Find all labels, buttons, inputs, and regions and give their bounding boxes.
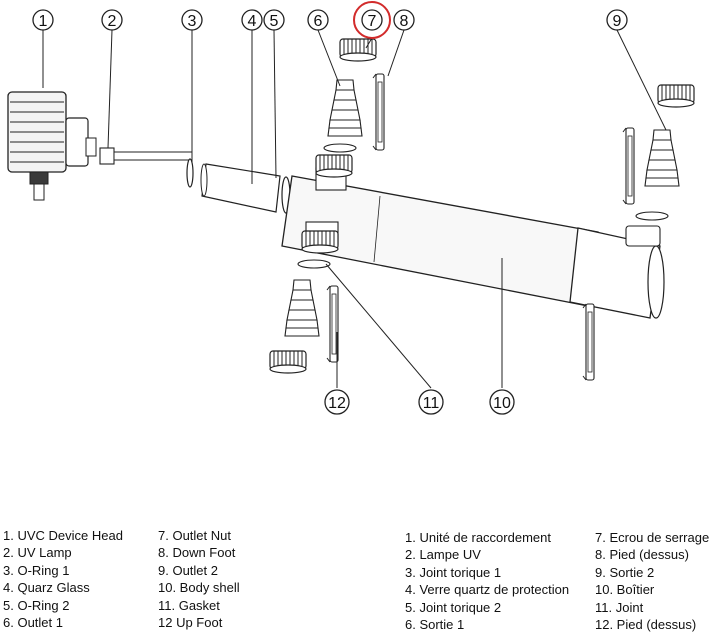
legend-item: 11. Gasket [158, 597, 220, 613]
callout-1: 1 [32, 9, 54, 31]
legend-item: 9. Outlet 2 [158, 562, 218, 578]
callout-6: 6 [307, 9, 329, 31]
legend-item: 7. Outlet Nut [158, 528, 231, 543]
outlet-2-nut [657, 84, 695, 108]
gasket-top [323, 143, 357, 153]
legend-item: 8. Pied (dessus) [595, 547, 689, 563]
outlet-nut-bottom [269, 350, 307, 374]
legend-item: 7. Ecrou de serrage [595, 530, 710, 545]
down-foot [372, 73, 385, 151]
callout-5: 5 [263, 9, 285, 31]
callout-8: 8 [393, 9, 415, 31]
legend-item: 12 Up Foot [158, 615, 223, 631]
uvc-device-head [7, 91, 97, 201]
legend-item: 5. Joint torique 2 [405, 599, 502, 615]
callout-1-label: 1 [39, 13, 48, 30]
legend-item: 9. Sortie 2 [595, 564, 655, 580]
legend-fr-col-2: 7. Ecrou de serrage 8. Pied (dessus) 9. … [595, 529, 709, 633]
legend-item: 1. Unité de raccordement [405, 530, 551, 545]
o-ring-1 [186, 158, 194, 188]
outlet-1-barb [327, 79, 363, 137]
callout-6-label: 6 [314, 13, 323, 30]
legend-item: 2. Lampe UV [405, 547, 481, 563]
gasket-bottom [297, 259, 331, 269]
callout-7-label: 7 [368, 13, 377, 30]
callout-12: 12 [324, 389, 350, 415]
up-foot [326, 285, 339, 363]
callout-3: 3 [181, 9, 203, 31]
outlet-2-gasket [635, 211, 669, 221]
legend-item: 6. Outlet 1 [3, 615, 63, 631]
legend-item: 3. O-Ring 1 [3, 562, 70, 578]
legend-item: 2. UV Lamp [3, 545, 72, 561]
nut-on-body-top [315, 154, 353, 178]
highlight-ring [353, 1, 391, 39]
callout-11: 11 [418, 389, 444, 415]
legend-en-col-1: 1. UVC Device Head 2. UV Lamp 3. O-Ring … [3, 527, 123, 631]
quartz-glass [200, 163, 281, 213]
legend-item: 5. O-Ring 2 [3, 597, 70, 613]
callout-10: 10 [489, 389, 515, 415]
callout-12-label: 12 [328, 395, 346, 412]
callout-2: 2 [101, 9, 123, 31]
callout-2-label: 2 [108, 13, 117, 30]
right-foot-top [622, 127, 635, 205]
callout-4-label: 4 [248, 13, 257, 30]
callout-9-label: 9 [613, 13, 622, 30]
legend-item: 8. Down Foot [158, 545, 236, 561]
outlet-nut-top [339, 38, 377, 62]
legend-item: 10. Body shell [158, 580, 240, 596]
callout-7: 7 [353, 1, 391, 39]
legend-item: 4. Quarz Glass [3, 580, 90, 596]
callout-11-label: 11 [423, 395, 440, 412]
callout-4: 4 [241, 9, 263, 31]
callout-8-label: 8 [400, 13, 409, 30]
callout-3-label: 3 [188, 13, 197, 30]
callout-9: 9 [606, 9, 628, 31]
body-shell [281, 167, 665, 319]
legend-item: 3. Joint torique 1 [405, 564, 502, 580]
legend-fr-col-1: 1. Unité de raccordement 2. Lampe UV 3. … [405, 529, 569, 633]
legend-en-col-2: 7. Outlet Nut 8. Down Foot 9. Outlet 2 1… [158, 527, 240, 631]
nut-on-body-bottom [301, 230, 339, 254]
legend-item: 11. Joint [595, 599, 644, 615]
outlet-2-barb [644, 129, 680, 187]
legend-item: 12. Pied (dessus) [595, 617, 697, 633]
callout-5-label: 5 [270, 13, 279, 30]
legend-item: 10. Boîtier [595, 582, 655, 598]
outlet-1-lower-barb [284, 279, 320, 337]
uv-lamp [99, 147, 193, 165]
leader-lines [42, 29, 667, 389]
legend-item: 1. UVC Device Head [3, 528, 123, 543]
legend-item: 6. Sortie 1 [405, 617, 465, 633]
callout-10-label: 10 [493, 395, 511, 412]
legend-item: 4. Verre quartz de protection [405, 582, 570, 598]
right-foot-bottom [582, 303, 595, 381]
